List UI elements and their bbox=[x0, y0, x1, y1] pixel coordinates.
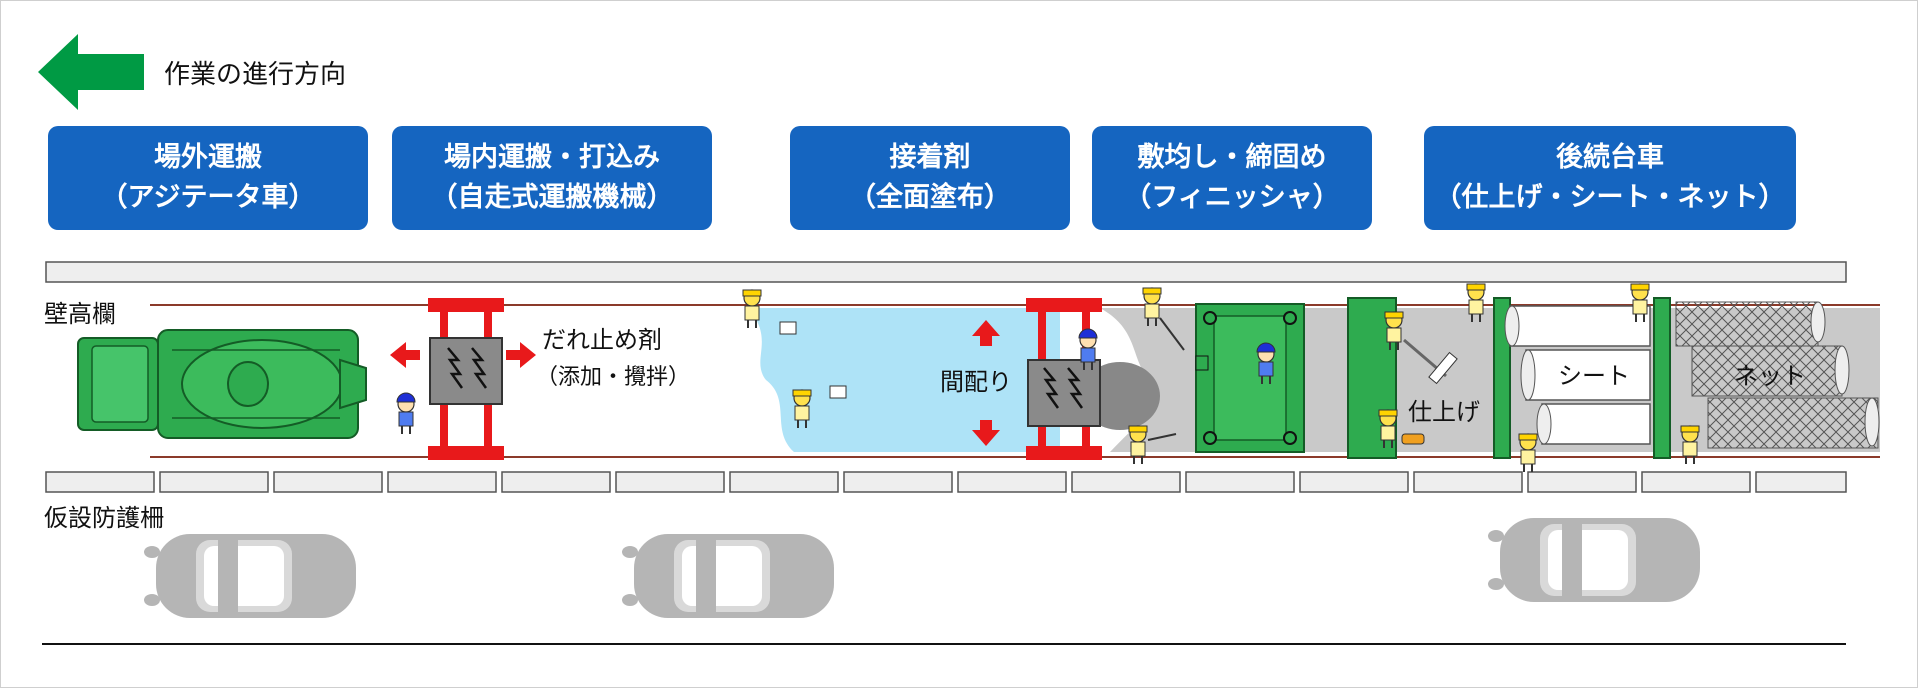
stage-subtitle: （全面塗布） bbox=[849, 182, 1011, 213]
stage-subtitle: （仕上げ・シート・ネット） bbox=[1434, 182, 1786, 213]
stage-title: 場外運搬 bbox=[154, 142, 262, 173]
finisher-tool-icon bbox=[1401, 433, 1425, 445]
stage-finisher: 敷均し・締固め （フィニッシャ） bbox=[1092, 126, 1372, 230]
up-red-arrow-icon bbox=[972, 320, 1000, 346]
finisher-machine bbox=[1195, 303, 1305, 453]
spreading-label: 間配り bbox=[940, 368, 1012, 396]
worker-net-2 bbox=[1680, 425, 1700, 465]
roller-icon bbox=[779, 321, 797, 335]
work-direction: 作業の進行方向 bbox=[38, 34, 346, 110]
finishing-label: 仕上げ bbox=[1408, 398, 1480, 426]
operator-worker bbox=[396, 392, 416, 435]
sheet-cart bbox=[1493, 297, 1671, 459]
fence-label: 仮設防護柵 bbox=[44, 504, 164, 532]
retarder-label: だれ止め剤 bbox=[542, 326, 662, 354]
spreading-transporter bbox=[1026, 298, 1102, 460]
right-red-arrow-icon bbox=[506, 342, 536, 368]
stage-external-transport: 場外運搬 （アジテータ車） bbox=[48, 126, 368, 230]
upper-guardrail bbox=[45, 261, 1847, 283]
stage-subtitle: （フィニッシャ） bbox=[1124, 182, 1340, 213]
stage-title: 敷均し・締固め bbox=[1137, 142, 1327, 173]
stage-subtitle: （自走式運搬機械） bbox=[430, 182, 674, 213]
retarder-sublabel: （添加・攪拌） bbox=[536, 365, 690, 390]
passing-car-1 bbox=[144, 534, 356, 618]
worker-sheet-2 bbox=[1518, 433, 1538, 473]
down-red-arrow-icon bbox=[972, 420, 1000, 446]
rake-icon bbox=[1147, 433, 1177, 441]
left-arrow-icon bbox=[38, 34, 144, 110]
passing-car-2 bbox=[622, 534, 834, 618]
self-propelled-transporter bbox=[428, 298, 504, 460]
direction-label: 作業の進行方向 bbox=[164, 59, 347, 90]
sheet-label: シート bbox=[1558, 362, 1630, 390]
stage-internal-transport: 場内運搬・打込み （自走式運搬機械） bbox=[392, 126, 712, 230]
worker-rake-2 bbox=[1128, 425, 1148, 465]
stage-subtitle: （アジテータ車） bbox=[100, 182, 316, 213]
rake-icon bbox=[1159, 317, 1185, 351]
roller-icon bbox=[829, 385, 847, 399]
stage-title: 後続台車 bbox=[1556, 142, 1664, 173]
temporary-fence bbox=[45, 471, 1847, 493]
agitator-truck bbox=[77, 329, 367, 439]
stage-title: 場内運搬・打込み bbox=[444, 142, 660, 173]
wall-label: 壁高欄 bbox=[44, 300, 116, 328]
passing-car-3 bbox=[1488, 518, 1700, 602]
left-red-arrow-icon bbox=[390, 342, 420, 368]
stage-following-cart: 後続台車 （仕上げ・シート・ネット） bbox=[1424, 126, 1796, 230]
stage-adhesive: 接着剤 （全面塗布） bbox=[790, 126, 1070, 230]
net-label: ネット bbox=[1734, 362, 1806, 390]
stage-title: 接着剤 bbox=[889, 142, 971, 173]
net-rolls bbox=[1675, 301, 1880, 449]
float-icon bbox=[1428, 351, 1458, 385]
